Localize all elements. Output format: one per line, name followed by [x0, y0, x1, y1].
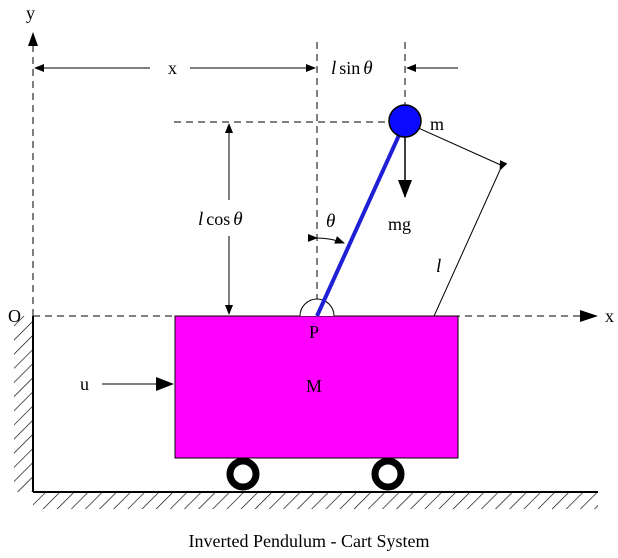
- x-axis-label: x: [605, 306, 614, 326]
- input-force-label: u: [80, 374, 89, 394]
- cart-mass-label: M: [306, 376, 322, 396]
- theta-label: θ: [326, 211, 335, 232]
- x-distance-label: x: [168, 58, 177, 78]
- y-axis-arrowhead: [28, 32, 38, 46]
- pendulum-bob: [388, 104, 422, 138]
- diagram-caption: Inverted Pendulum - Cart System: [189, 531, 430, 551]
- wall-hatch: [14, 316, 33, 492]
- x-axis-arrowhead: [580, 310, 598, 322]
- origin-label: O: [8, 306, 21, 326]
- pivot-joint: [299, 298, 335, 317]
- gravity-label: mg: [388, 214, 411, 234]
- cart-body: [174, 315, 459, 459]
- length-label: l: [436, 256, 441, 277]
- bob-mass-label: m: [430, 114, 444, 134]
- right-wheel: [371, 457, 405, 491]
- y-axis-label: y: [26, 3, 35, 23]
- length-extension-top: [404, 121, 504, 167]
- pivot-label: P: [309, 322, 319, 342]
- ground-hatch: [33, 492, 598, 509]
- theta-angle-arc: [307, 233, 345, 244]
- pendulum-rod: [315, 121, 407, 317]
- left-wheel: [226, 457, 260, 491]
